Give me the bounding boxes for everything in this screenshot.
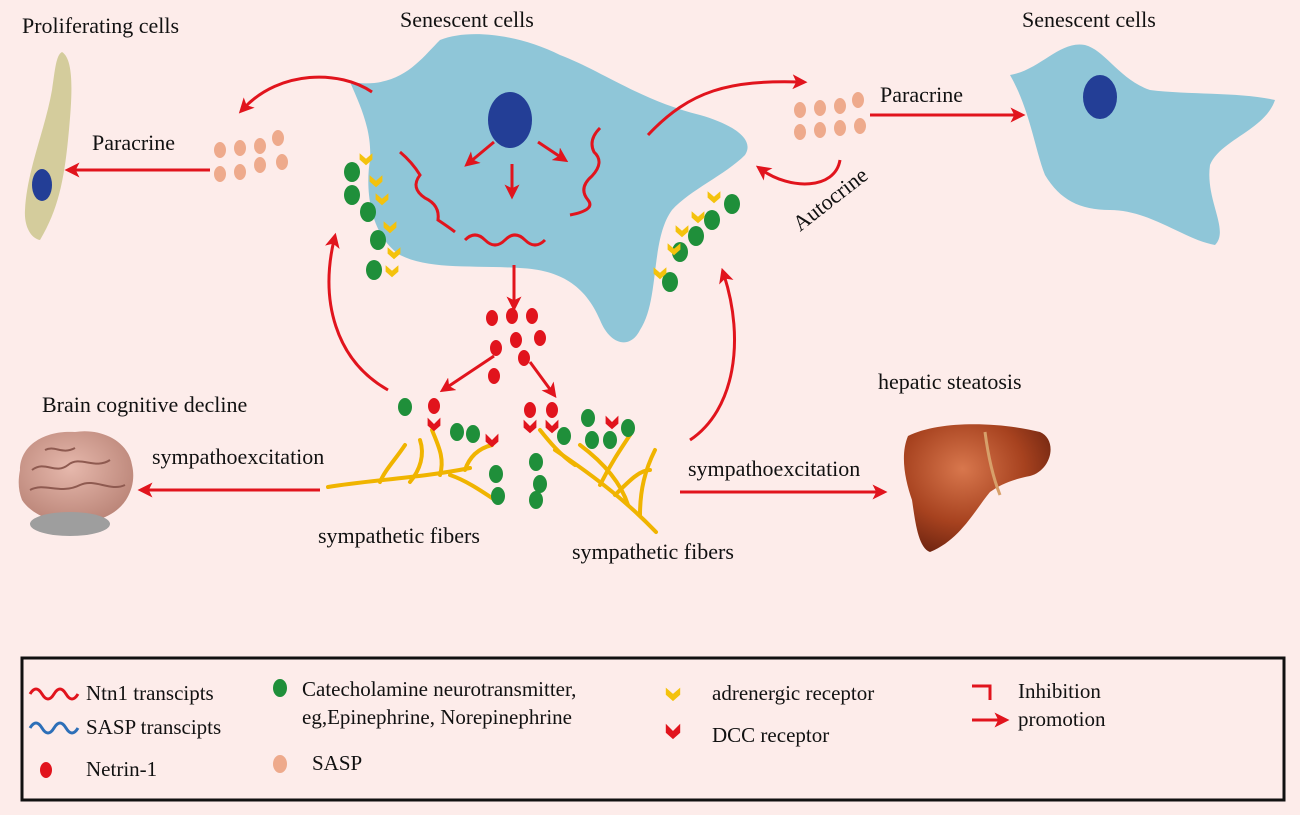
dcc-receptor-icon: [665, 723, 681, 740]
legend-dcc: DCC receptor: [665, 723, 829, 747]
sympathetic-fibers-left-label: sympathetic fibers: [318, 523, 480, 548]
legend-ntn1-label: Ntn1 transcipts: [86, 681, 214, 705]
legend-netrin1-label: Netrin-1: [86, 757, 157, 781]
brain-cognitive-decline-label: Brain cognitive decline: [42, 392, 247, 417]
paracrine-left-label: Paracrine: [92, 130, 175, 155]
left-receptor-cluster: [344, 153, 401, 280]
catecholamine-dot-icon: [273, 679, 287, 697]
sympathoexcitation-left-label: sympathoexcitation: [152, 444, 324, 469]
legend: Ntn1 transcipts SASP transcipts Netrin-1…: [20, 656, 1286, 802]
legend-catecholamine: Catecholamine neurotransmitter, eg,Epine…: [273, 677, 576, 729]
legend-inhibition: Inhibition: [972, 679, 1101, 703]
ntn1-transcript-icon: [463, 233, 547, 247]
legend-promotion-label: promotion: [1018, 707, 1106, 731]
legend-adrenergic-label: adrenergic receptor: [712, 681, 874, 705]
legend-sasp-transcripts: SASP transcipts: [28, 715, 221, 739]
senescent-cells-center-label: Senescent cells: [400, 7, 534, 32]
fiber-molecules: [398, 398, 635, 509]
sasp-wave-icon: [28, 721, 80, 735]
ntn1-transcript-icon: [569, 126, 602, 217]
liver-icon: [903, 424, 1051, 552]
brain-icon: [18, 431, 134, 536]
sasp-cluster-right: [794, 92, 866, 140]
sympathetic-fibers-right: [538, 428, 658, 534]
adrenergic-receptor-icon: [665, 687, 681, 702]
proliferating-cells-label: Proliferating cells: [22, 13, 179, 38]
paracrine-right-label: Paracrine: [880, 82, 963, 107]
right-senescent-cell: [1010, 44, 1275, 245]
legend-sasp-label: SASP: [312, 751, 362, 775]
legend-sasp-transcripts-label: SASP transcipts: [86, 715, 221, 739]
ntn1-wave-icon: [28, 687, 80, 701]
nucleus-icon: [32, 169, 52, 201]
senescent-cells-right-label: Senescent cells: [1022, 7, 1156, 32]
nucleus-icon: [488, 92, 532, 148]
inhibition-icon: [972, 684, 992, 700]
sasp-dot-icon: [273, 755, 287, 773]
legend-netrin1: Netrin-1: [40, 757, 157, 781]
sympathetic-fibers-left: [326, 428, 497, 502]
right-receptor-cluster: [653, 191, 740, 292]
legend-inhibition-label: Inhibition: [1018, 679, 1101, 703]
nucleus-icon: [1083, 75, 1117, 119]
legend-promotion: promotion: [972, 707, 1106, 731]
central-senescent-cell: [350, 34, 748, 343]
legend-sasp: SASP: [273, 751, 362, 775]
hepatic-steatosis-label: hepatic steatosis: [878, 369, 1022, 394]
sympathoexcitation-right-label: sympathoexcitation: [688, 456, 860, 481]
promotion-arrows: [64, 74, 1026, 500]
sympathetic-fibers-right-label: sympathetic fibers: [572, 539, 734, 564]
netrin1-dot-icon: [40, 762, 52, 778]
ntn1-transcript-icon: [399, 150, 456, 234]
legend-ntn1: Ntn1 transcipts: [28, 681, 214, 705]
legend-catecholamine-line1: Catecholamine neurotransmitter,: [302, 677, 576, 701]
proliferating-cell: [24, 52, 72, 240]
legend-adrenergic: adrenergic receptor: [665, 681, 874, 705]
legend-dcc-label: DCC receptor: [712, 723, 829, 747]
sasp-cluster-left: [214, 130, 288, 182]
legend-catecholamine-line2: eg,Epinephrine, Norepinephrine: [302, 705, 572, 729]
netrin1-cluster: [486, 308, 546, 384]
autocrine-label: Autocrine: [788, 162, 873, 236]
